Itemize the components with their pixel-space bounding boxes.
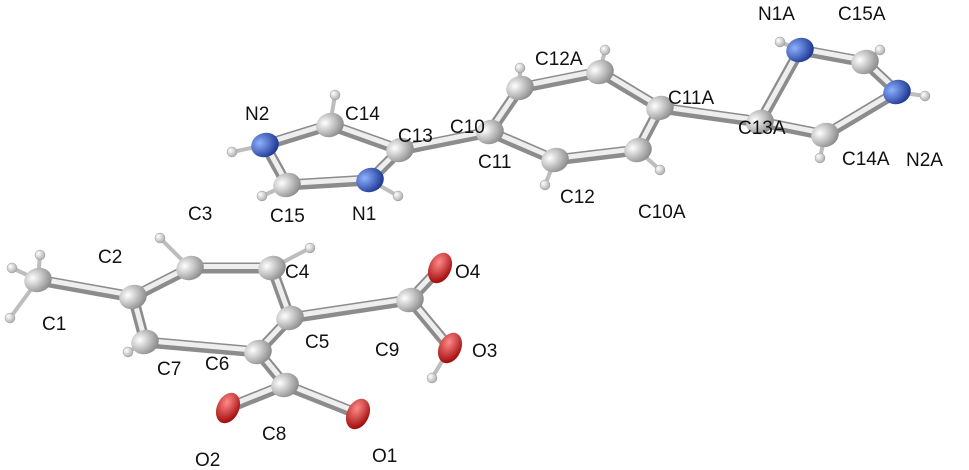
atom-label-c13a: C13A (738, 118, 786, 139)
hydrogen-atom (599, 44, 611, 56)
hydrogen-atom (329, 89, 341, 101)
hydrogen-atom (919, 90, 931, 102)
atom-o4 (427, 252, 453, 284)
atom-c10 (506, 75, 534, 101)
atom-c13 (386, 137, 414, 163)
atom-o3 (437, 332, 463, 364)
atom-label-c13: C13 (398, 126, 433, 147)
atom-o1 (345, 398, 371, 430)
atom-label-c9: C9 (375, 340, 399, 361)
hydrogen-atom (392, 190, 404, 202)
atom-label-n2a: N2A (906, 150, 943, 171)
atom-n1 (356, 167, 384, 193)
atom-label-c12: C12 (560, 187, 595, 208)
atom-o2 (215, 392, 241, 424)
atom-label-o3: O3 (472, 341, 497, 362)
hydrogen-atom (814, 152, 826, 164)
atom-label-c3: C3 (188, 204, 212, 225)
bond-highlight (35, 276, 136, 298)
hydrogen-atom (122, 346, 134, 358)
bond-highlight (142, 338, 261, 353)
bond-highlight (287, 296, 413, 319)
bond-highlight (397, 128, 493, 151)
atom-c10a (624, 137, 652, 163)
atom-c15a (851, 49, 879, 75)
atom-c9 (396, 287, 424, 313)
atom-label-o4: O4 (455, 262, 481, 283)
bond-highlight (284, 176, 373, 186)
hydrogen-atom (539, 179, 551, 191)
atom-label-c15a: C15A (838, 4, 886, 25)
hydrogen-atom (6, 262, 18, 274)
hydrogen-atom (4, 312, 16, 324)
hydrogen-atom (34, 249, 46, 261)
atom-c7 (131, 329, 159, 355)
atom-label-c2: C2 (98, 247, 122, 268)
atom-c12 (541, 147, 569, 173)
atom-label-c11a: C11A (668, 88, 714, 109)
hydrogen-atom (226, 146, 238, 158)
hydrogen-atom (874, 44, 886, 56)
atom-c3 (176, 255, 204, 281)
atom-c2 (119, 284, 147, 310)
atom-c8 (271, 372, 299, 398)
atom-c4 (258, 255, 286, 281)
atom-c13a (746, 109, 774, 135)
hydrogen-atom (654, 164, 666, 176)
atom-label-c8: C8 (262, 424, 286, 445)
atom-label-c11: C11 (478, 152, 511, 173)
atom-label-c6: C6 (205, 354, 229, 375)
atom-label-o2: O2 (195, 450, 220, 470)
atom-n1a (786, 37, 814, 63)
atom-c15 (273, 172, 301, 198)
atom-c11a (646, 95, 674, 121)
atom-label-c10a: C10A (638, 202, 686, 223)
atom-label-c15: C15 (270, 206, 305, 227)
atom-label-c4: C4 (285, 262, 310, 283)
hydrogen-atom (514, 62, 526, 74)
atom-c14a (811, 122, 839, 148)
bond-highlight (552, 146, 641, 161)
atom-label-c7: C7 (157, 359, 181, 380)
atom-label-c14a: C14A (842, 149, 890, 170)
atom-label-c10: C10 (450, 117, 485, 138)
hydrogen-atom (304, 242, 316, 254)
atom-label-c5: C5 (305, 332, 329, 353)
atom-c12a (586, 59, 614, 85)
hydrogen-atom (256, 190, 268, 202)
atom-label-c14: C14 (345, 104, 380, 125)
atom-label-o1: O1 (372, 446, 397, 467)
atom-label-n2: N2 (245, 104, 269, 125)
atom-n2a (883, 79, 911, 105)
atom-c5 (276, 305, 304, 331)
atom-label-c1: C1 (42, 314, 66, 335)
atom-c6 (244, 339, 272, 365)
bond-highlight (657, 104, 763, 123)
hydrogen-atom (154, 232, 166, 244)
atom-label-n1a: N1A (758, 4, 795, 25)
hydrogen-atom (426, 372, 438, 384)
atom-c11 (476, 119, 504, 145)
atom-label-c12a: C12A (535, 49, 583, 70)
hydrogen-atom (774, 36, 786, 48)
atom-c1 (24, 267, 52, 293)
atom-n2 (251, 132, 279, 158)
atom-c14 (316, 112, 344, 138)
atom-label-n1: N1 (352, 204, 376, 225)
